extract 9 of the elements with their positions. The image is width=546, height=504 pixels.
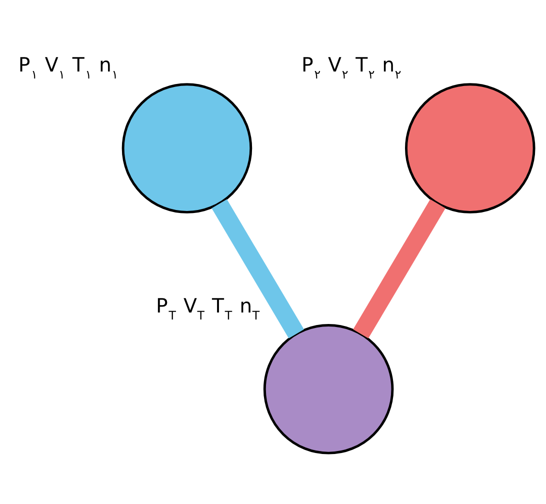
connector [212, 199, 304, 338]
node-label: n$_{T}$ [240, 294, 260, 322]
node-label: V$_{T}$ [184, 294, 204, 322]
node-circle [122, 83, 252, 214]
node-circle [263, 324, 394, 454]
node-circle [405, 83, 536, 214]
node-label: T$_{T}$ [212, 294, 232, 322]
connector [353, 199, 446, 338]
node-label: P$_{T}$ [156, 294, 176, 322]
